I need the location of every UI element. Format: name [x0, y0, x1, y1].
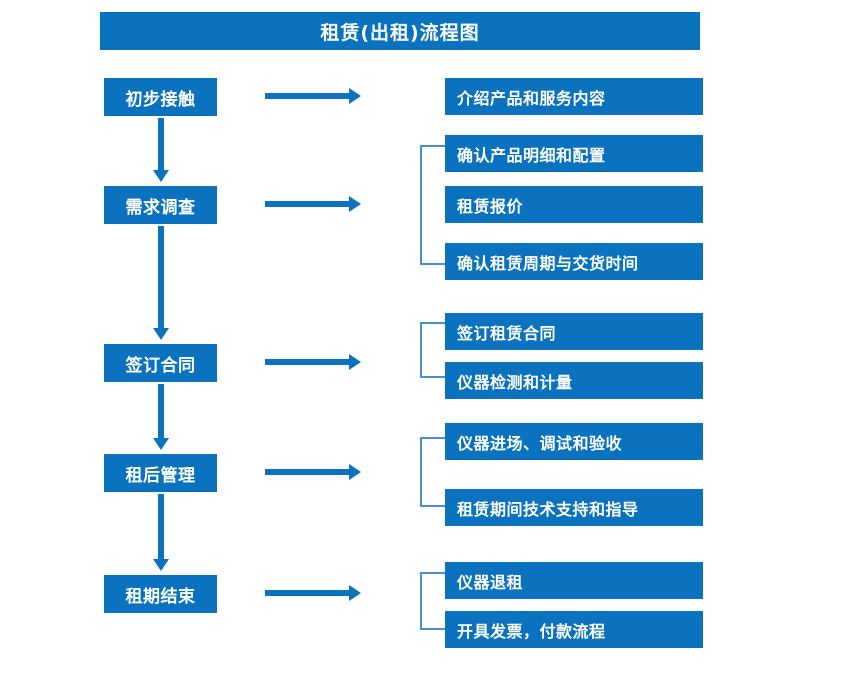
detail-box-invoice-payment[interactable]: 开具发票，付款流程	[445, 611, 703, 648]
stage-label: 需求调查	[125, 197, 196, 218]
stage-label: 初步接触	[125, 89, 196, 110]
detail-label: 仪器退租	[457, 572, 524, 592]
detail-box-confirm-specs[interactable]: 确认产品明细和配置	[445, 135, 703, 172]
group-bracket-post-rental	[420, 437, 445, 507]
detail-box-technical-support[interactable]: 租赁期间技术支持和指导	[445, 489, 703, 526]
detail-box-instrument-return[interactable]: 仪器退租	[445, 562, 703, 599]
stage-box-sign-contract[interactable]: 签订合同	[104, 344, 217, 382]
detail-label: 仪器进场、调试和验收	[457, 433, 623, 453]
stage-box-rental-end[interactable]: 租期结束	[104, 575, 217, 613]
stage-box-initial-contact[interactable]: 初步接触	[104, 78, 217, 116]
detail-label: 确认租赁周期与交货时间	[457, 253, 639, 273]
horizontal-arrow-icon	[265, 463, 361, 481]
detail-box-instrument-inspection[interactable]: 仪器检测和计量	[445, 362, 703, 399]
vertical-arrow-icon	[152, 226, 170, 340]
detail-box-sign-rental-contract[interactable]: 签订租赁合同	[445, 313, 703, 350]
detail-label: 租赁期间技术支持和指导	[457, 499, 639, 519]
vertical-arrow-icon	[152, 384, 170, 450]
horizontal-arrow-icon	[265, 195, 361, 213]
detail-box-instrument-arrival[interactable]: 仪器进场、调试和验收	[445, 423, 703, 460]
detail-label: 租赁报价	[457, 196, 524, 216]
stage-box-post-rental-management[interactable]: 租后管理	[104, 454, 217, 492]
page-title: 租赁(出租)流程图	[320, 21, 480, 44]
group-bracket-rental-end	[420, 572, 445, 630]
vertical-arrow-icon	[152, 494, 170, 571]
detail-box-rental-quote[interactable]: 租赁报价	[445, 186, 703, 223]
stage-label: 签订合同	[125, 355, 196, 376]
detail-label: 开具发票，付款流程	[457, 621, 606, 641]
diagram-title-bar: 租赁(出租)流程图	[100, 12, 700, 50]
detail-label: 介绍产品和服务内容	[457, 88, 606, 108]
stage-label: 租后管理	[125, 465, 196, 486]
vertical-arrow-icon	[152, 118, 170, 182]
horizontal-arrow-icon	[265, 584, 361, 602]
group-bracket-sign-contract	[420, 322, 445, 378]
group-bracket-needs-survey	[420, 145, 445, 265]
detail-label: 仪器检测和计量	[457, 372, 573, 392]
stage-box-needs-survey[interactable]: 需求调查	[104, 186, 217, 224]
stage-label: 租期结束	[125, 586, 196, 607]
horizontal-arrow-icon	[265, 87, 361, 105]
horizontal-arrow-icon	[265, 353, 361, 371]
detail-label: 签订租赁合同	[457, 323, 557, 343]
detail-box-introduce-products[interactable]: 介绍产品和服务内容	[445, 78, 703, 115]
detail-label: 确认产品明细和配置	[457, 145, 606, 165]
detail-box-confirm-period-delivery[interactable]: 确认租赁周期与交货时间	[445, 243, 703, 280]
